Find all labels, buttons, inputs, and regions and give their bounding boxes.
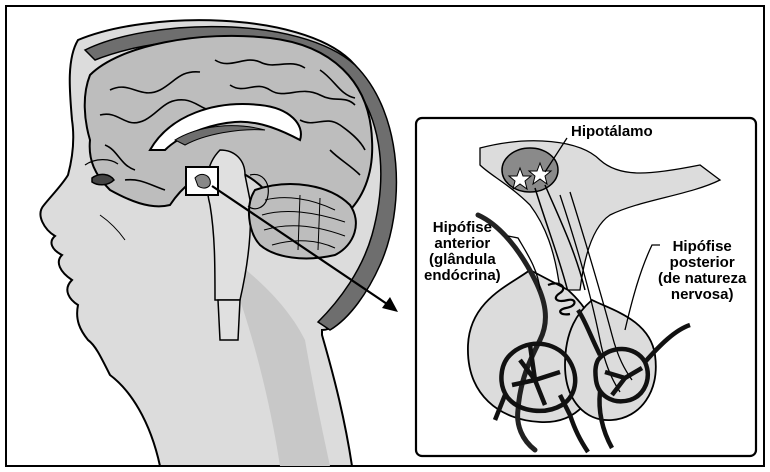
- label-posterior-pituitary: Hipófise posterior (de natureza nervosa): [658, 239, 746, 303]
- label-posterior-line4: nervosa): [658, 287, 746, 303]
- label-anterior-line3: (glândula: [424, 252, 501, 268]
- label-anterior-line1: Hipófise: [424, 220, 501, 236]
- label-posterior-line2: posterior: [658, 255, 746, 271]
- label-posterior-line3: (de natureza: [658, 271, 746, 287]
- spinal-cord: [218, 300, 240, 340]
- hypothalamic-nucleus: [502, 148, 558, 192]
- label-hypothalamus-text: Hipotálamo: [571, 124, 653, 140]
- label-anterior-pituitary: Hipófise anterior (glândula endócrina): [424, 220, 501, 284]
- label-hypothalamus: Hipotálamo: [571, 124, 653, 140]
- label-posterior-line1: Hipófise: [658, 239, 746, 255]
- label-anterior-line2: anterior: [424, 236, 501, 252]
- eye: [92, 174, 114, 184]
- label-anterior-line4: endócrina): [424, 268, 501, 284]
